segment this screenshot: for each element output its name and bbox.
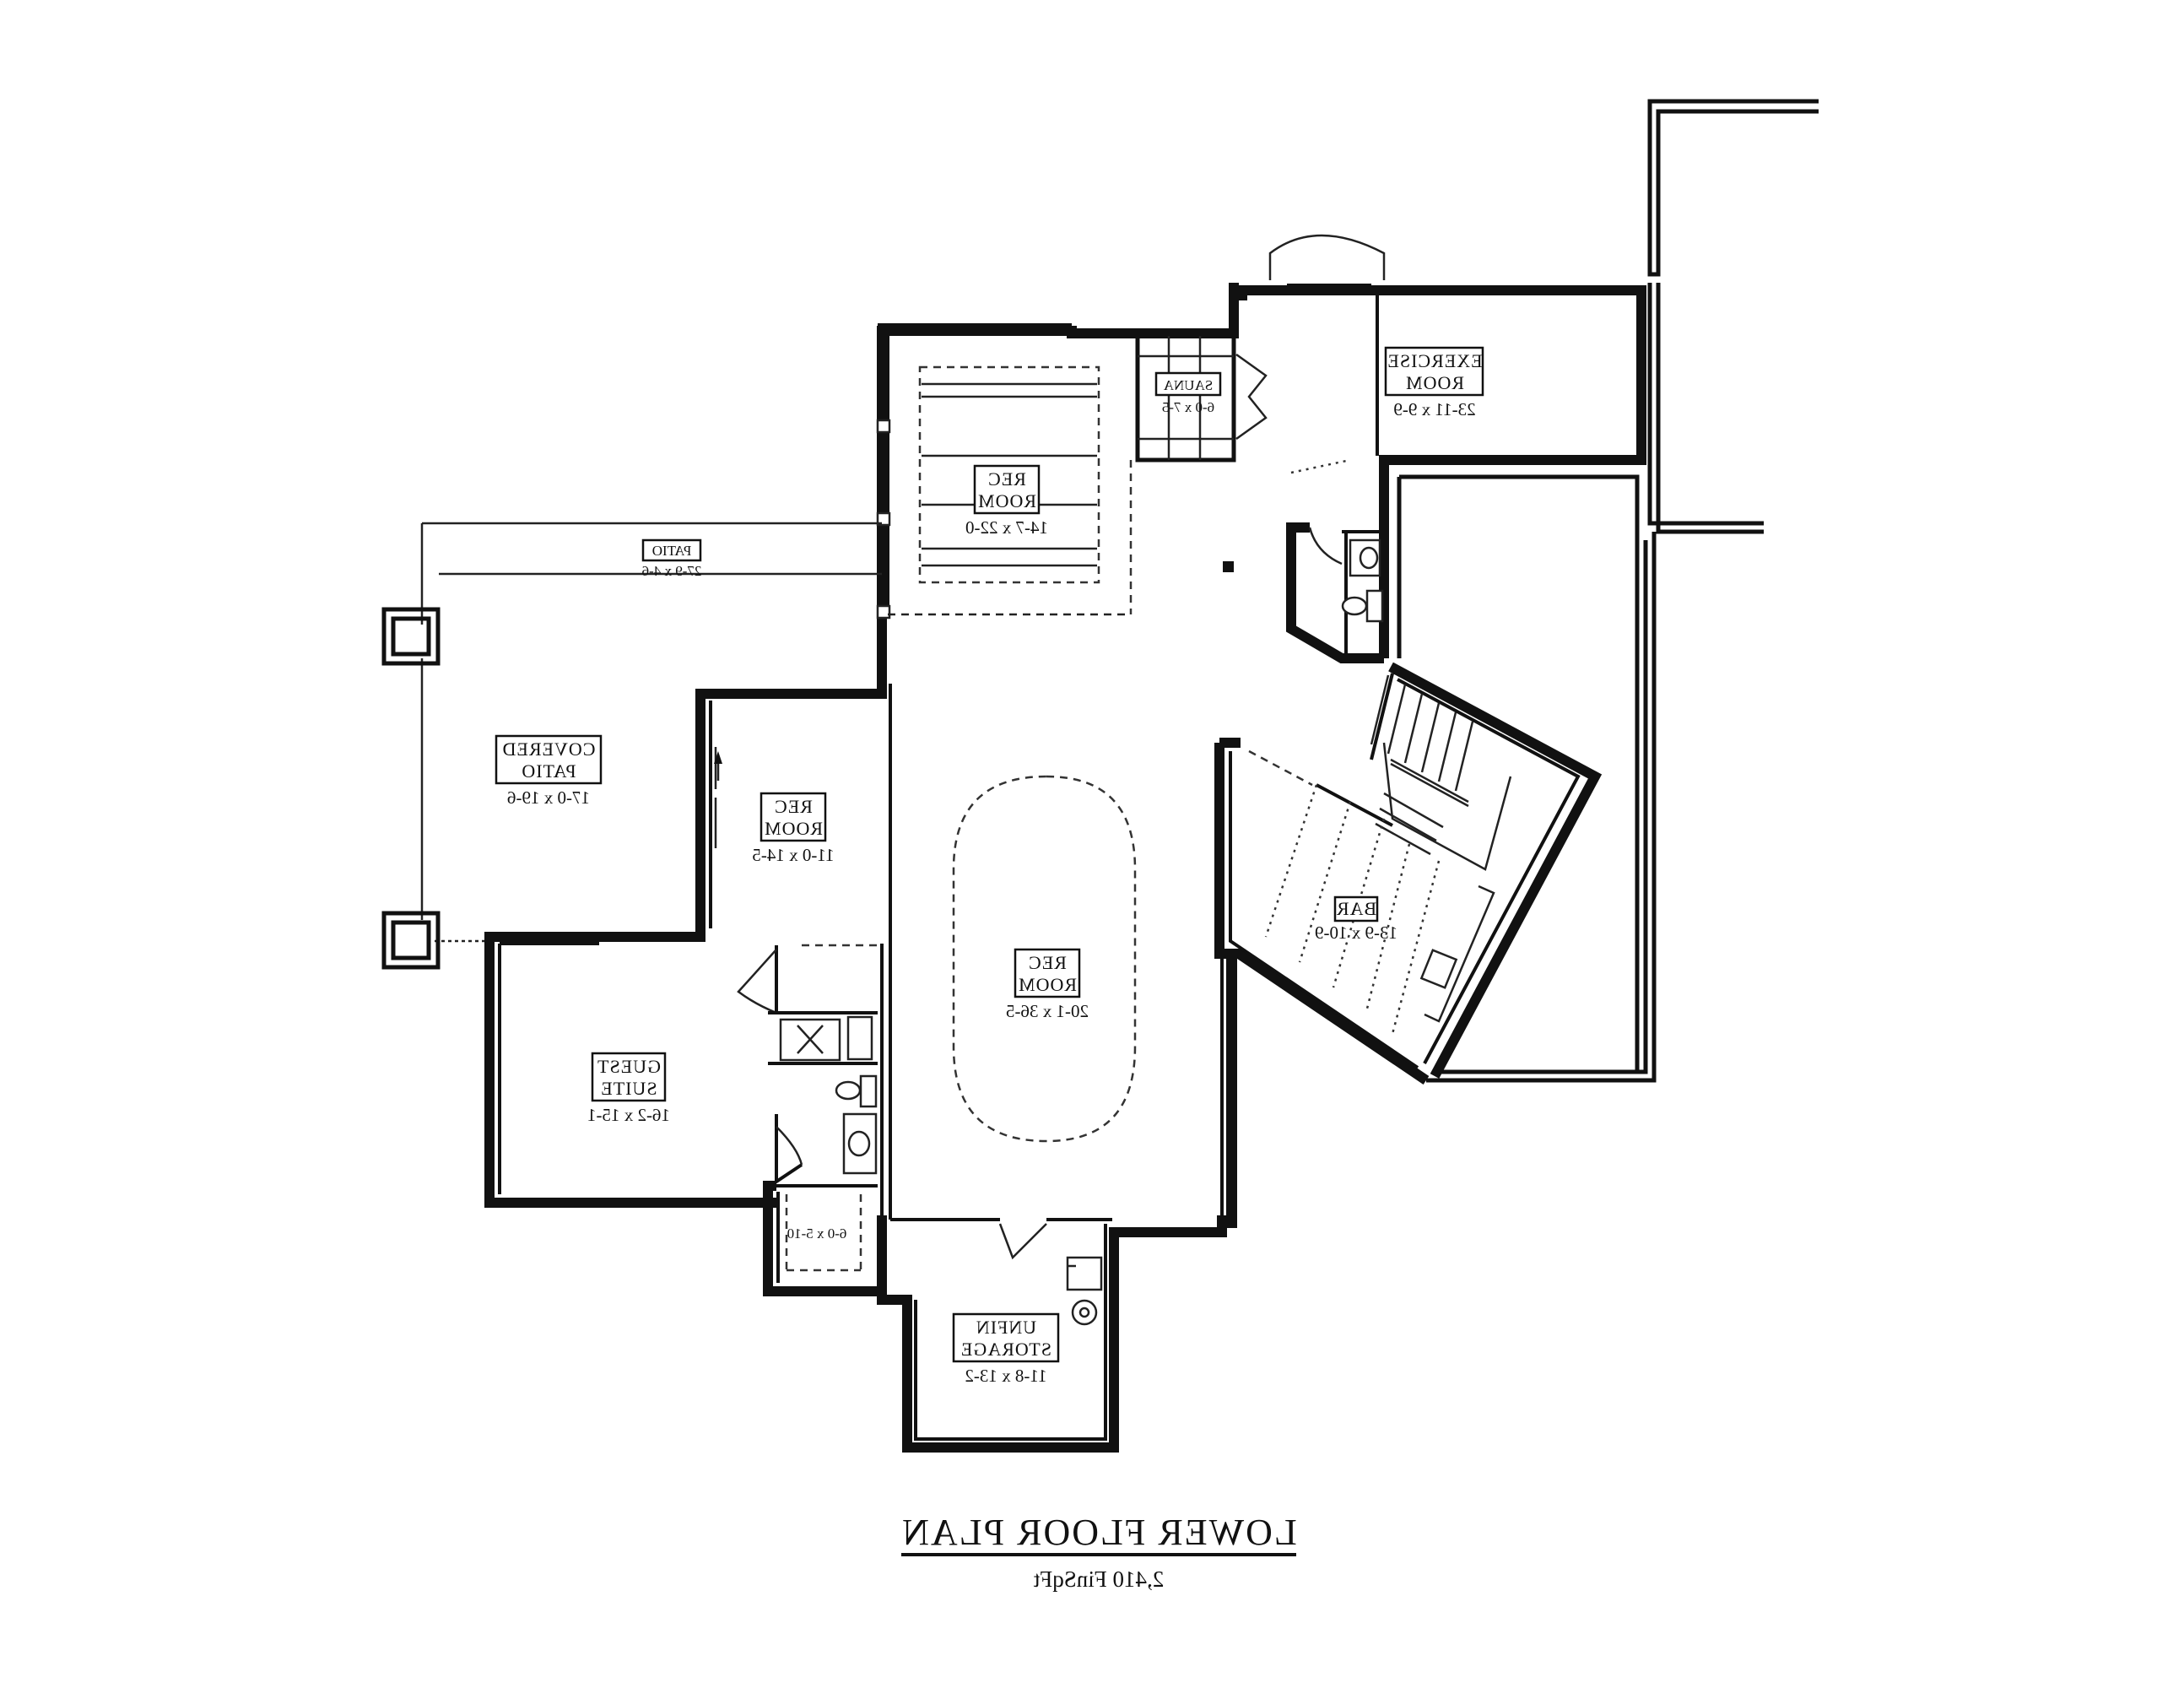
exercise-dims: 23-11 x 9-9 [1393, 399, 1475, 419]
storage-walls [877, 949, 1237, 1453]
guest-suite-name-2: SUITE [600, 1078, 657, 1099]
label-patio: PATIO 27-9 x 4-6 [642, 538, 702, 579]
exercise-name-2: ROOM [1405, 372, 1464, 393]
label-exercise: EXERCISE ROOM 23-11 x 9-9 [1384, 346, 1484, 419]
label-closet: 6-0 x 5-10 [787, 1225, 847, 1242]
sauna-name: SAUNA [1163, 377, 1213, 393]
powder-room [1286, 522, 1384, 663]
rec-left-name-2: ROOM [764, 818, 823, 839]
rec-left-name-1: REC [774, 796, 813, 817]
rec-top-name-1: REC [987, 468, 1026, 490]
rec-room-left-walls [489, 689, 892, 942]
guest-suite-dims: 16-2 x 15-1 [587, 1105, 670, 1125]
title-block: LOWER FLOOR PLAN 2,410 FinSqFt [900, 1512, 1297, 1592]
label-rec-main: REC ROOM 20-1 x 36-5 [1006, 948, 1089, 1021]
stair-treads [1370, 674, 1512, 871]
rec-main-name-2: ROOM [1018, 974, 1077, 995]
patio-area [381, 522, 882, 970]
covered-patio-name-2: PATIO [521, 760, 576, 782]
label-rec-top: REC ROOM 14-7 x 22-0 [965, 464, 1048, 538]
rec-top-name-2: ROOM [977, 490, 1036, 511]
label-sauna: SAUNA 6-0 x 7-5 [1154, 371, 1222, 415]
label-covered-patio: COVERED PATIO 17-0 x 19-6 [495, 734, 603, 808]
plan-area: 2,410 FinSqFt [1033, 1566, 1164, 1592]
closet-walls [763, 1181, 887, 1296]
covered-patio-name-1: COVERED [502, 738, 596, 760]
covered-patio-dims: 17-0 x 19-6 [507, 787, 590, 808]
exercise-sauna-walls [878, 234, 1646, 658]
rec-left-dims: 11-0 x 14-5 [752, 845, 834, 865]
bar-dims: 13-9 x 10-9 [1315, 922, 1397, 943]
patio-name: PATIO [652, 543, 692, 559]
guest-suite-name-1: GUEST [597, 1056, 661, 1077]
bar-stools-lines [1264, 784, 1441, 1035]
storage-dims: 11-8 x 13-2 [965, 1366, 1046, 1386]
label-rec-left: REC ROOM 11-0 x 14-5 [752, 792, 835, 865]
rec-main-name-1: REC [1028, 952, 1067, 973]
bar-name: BAR [1336, 898, 1376, 919]
patio-dims: 27-9 x 4-6 [642, 563, 702, 579]
bar-stairs-walls [1214, 662, 1603, 1085]
plan-title: LOWER FLOOR PLAN [900, 1512, 1297, 1553]
exercise-name-1: EXERCISE [1387, 350, 1482, 371]
label-guest-suite: GUEST SUITE 16-2 x 15-1 [587, 1052, 670, 1125]
rec-top-dims: 14-7 x 22-0 [965, 517, 1048, 538]
guest-suite-walls [484, 932, 884, 1215]
storage-name-2: STORAGE [960, 1339, 1051, 1360]
label-storage: UNFIN STORAGE 11-8 x 13-2 [952, 1312, 1060, 1386]
unfinished-area-outline [1397, 99, 1819, 1083]
rec-main-dims: 20-1 x 36-5 [1006, 1001, 1089, 1021]
label-bar: BAR 13-9 x 10-9 [1315, 895, 1397, 943]
storage-name-1: UNFIN [976, 1317, 1036, 1338]
closet-dims: 6-0 x 5-10 [787, 1225, 847, 1242]
sauna-dims: 6-0 x 7-5 [1162, 399, 1214, 415]
